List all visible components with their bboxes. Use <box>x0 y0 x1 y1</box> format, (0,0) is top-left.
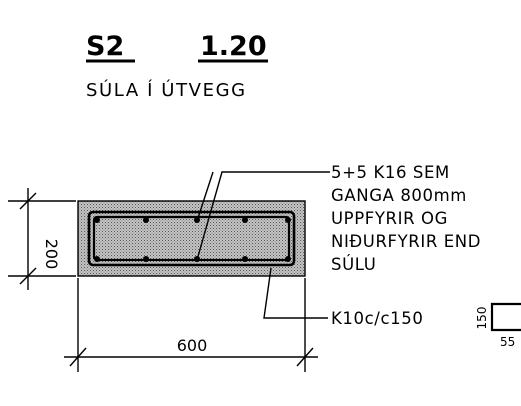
tick-bottom <box>19 267 37 285</box>
drawing-scale: 1.20 <box>200 31 267 62</box>
concrete-section <box>77 200 306 277</box>
column-cross-section <box>77 200 306 277</box>
main-bars-note-line: UPPFYRIR OG <box>331 209 448 228</box>
title-block: S2 1.20 SÚLA Í ÚTVEGG <box>86 31 268 101</box>
stirrup-leader <box>263 267 328 319</box>
tick-left <box>69 347 87 367</box>
width-dim-label: 600 <box>177 336 208 355</box>
leader-line-main-bars <box>196 171 330 261</box>
drawing-mark: S2 <box>86 31 124 62</box>
rebar-dot <box>194 217 200 223</box>
rebar-dot <box>143 256 149 262</box>
main-bars-note-line: SÚLU <box>331 255 376 274</box>
tick-top <box>19 192 37 210</box>
rebar-dot <box>143 217 149 223</box>
stirrup-inner <box>92 215 291 262</box>
stirrup-detail-width: 55 <box>500 335 515 349</box>
stirrup-detail-height: 150 <box>475 307 489 330</box>
leader-line-stirrups <box>263 267 328 319</box>
main-bars-note-line: NIÐURFYRIR END <box>331 232 481 251</box>
stirrup-note: K10c/c150 150 55 <box>331 302 521 349</box>
drawing-subtitle: SÚLA Í ÚTVEGG <box>86 79 247 101</box>
height-dim-label: 200 <box>42 239 61 270</box>
width-dimension: 600 <box>64 278 318 372</box>
height-dimension: 200 <box>8 188 76 290</box>
main-bars-note-line: GANGA 800mm <box>331 186 467 205</box>
rebar-dot <box>94 217 100 223</box>
stirrup-outer <box>87 210 296 267</box>
rebar-dot <box>242 256 248 262</box>
main-bars-note: 5+5 K16 SEM GANGA 800mm UPPFYRIR OG NIÐU… <box>331 163 481 274</box>
rebar-dots <box>94 217 291 262</box>
rebar-dot <box>242 217 248 223</box>
rebar-dot <box>94 256 100 262</box>
leader-line-main-bars-2 <box>197 171 214 219</box>
tick-right <box>296 347 314 367</box>
rebar-dot <box>285 217 291 223</box>
main-bars-note-line: 5+5 K16 SEM <box>331 163 450 182</box>
stirrup-detail-shape <box>490 302 521 332</box>
rebar-dot <box>285 256 291 262</box>
main-bars-leader <box>196 171 330 261</box>
stirrup-spec-label: K10c/c150 <box>331 309 423 328</box>
